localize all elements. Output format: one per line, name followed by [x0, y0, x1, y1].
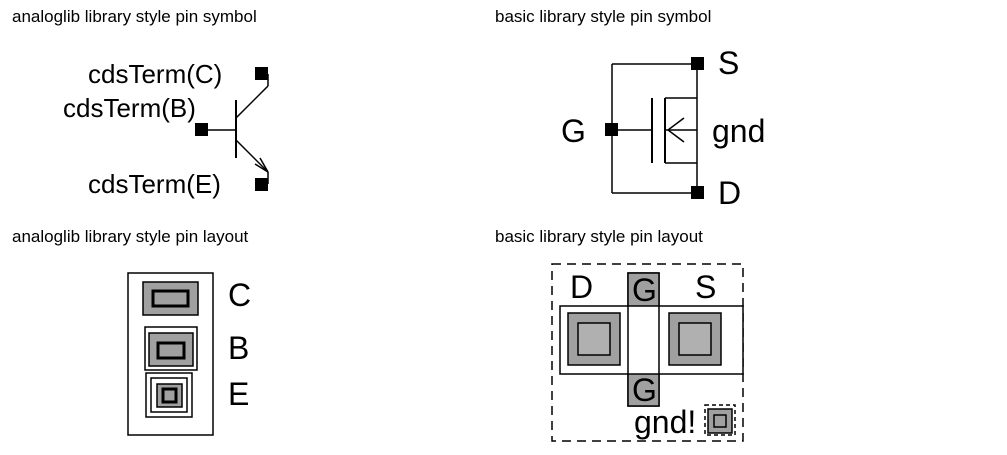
basic-symbol-mosfet: [611, 63, 698, 194]
emitter-arrow: [254, 157, 269, 173]
label-d: D: [718, 175, 741, 211]
layout-label-g-top: G: [632, 272, 657, 308]
layout-label-d: D: [570, 269, 593, 305]
source-contact: [678, 322, 712, 356]
base-outer: [144, 326, 198, 371]
layout-label-gnd: gnd!: [634, 404, 696, 440]
label-s: S: [718, 45, 739, 81]
gnd-pin-outline: [704, 404, 736, 436]
analog-symbol-bjt: [206, 74, 269, 184]
basic-layout-boundary: [551, 263, 744, 442]
label-g: G: [561, 113, 586, 149]
caption-basic-layout: basic library style pin layout: [495, 227, 703, 246]
pin-square-c: [255, 67, 268, 80]
pin-square-d: [691, 186, 704, 199]
analog-layout-outline: [127, 272, 214, 436]
caption-basic-symbol: basic library style pin symbol: [495, 7, 711, 26]
base-pad: [148, 332, 194, 367]
label-cdsterm-e: cdsTerm(E): [88, 169, 221, 199]
label-cdsterm-b: cdsTerm(B): [63, 93, 196, 123]
poly-gate-top: [627, 272, 660, 307]
poly-gate-bottom: [627, 373, 660, 407]
drain-contact: [577, 322, 611, 356]
pin-square-e: [255, 178, 268, 191]
pin-square-g: [605, 123, 618, 136]
emitter-pad: [156, 383, 183, 408]
body-arrow: [666, 117, 685, 143]
layout-label-g-bottom: G: [632, 372, 657, 408]
layout-label-c: C: [228, 277, 251, 313]
gnd-pin-contact: [713, 414, 727, 428]
gnd-pin-pad: [707, 408, 733, 434]
base-contact: [156, 341, 186, 360]
collector-diagonal: [235, 85, 269, 119]
emitter-diagonal: [235, 139, 269, 173]
layout-label-s: S: [695, 269, 716, 305]
collector-contact: [151, 289, 190, 308]
label-gnd: gnd: [712, 113, 765, 149]
emitter-ring: [150, 377, 188, 413]
label-cdsterm-c: cdsTerm(C): [88, 59, 222, 89]
caption-analog-layout: analoglib library style pin layout: [12, 227, 249, 246]
pin-square-s: [691, 57, 704, 70]
pin-square-b: [195, 123, 208, 136]
emitter-outer: [145, 372, 193, 418]
emitter-contact: [161, 387, 178, 404]
layout-label-b: B: [228, 330, 249, 366]
collector-pad: [142, 281, 199, 316]
layout-label-e: E: [228, 376, 249, 412]
caption-analog-symbol: analoglib library style pin symbol: [12, 7, 257, 26]
